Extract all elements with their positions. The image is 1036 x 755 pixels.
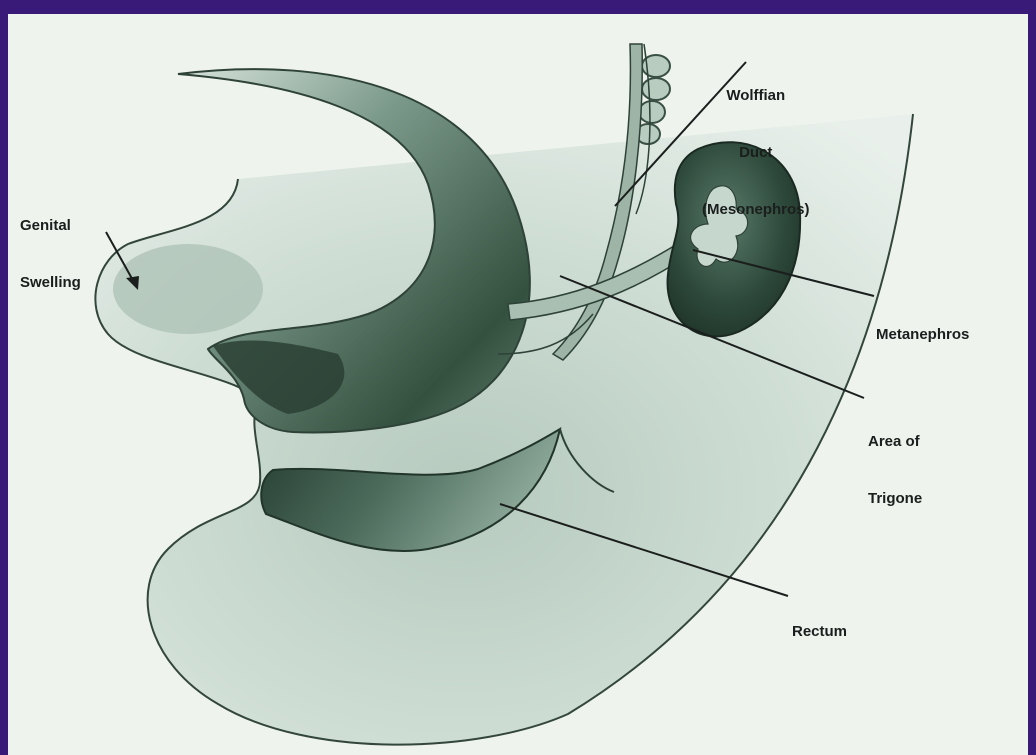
label-wolffian-duct-line2: Duct bbox=[702, 143, 810, 162]
label-metanephros-text: Metanephros bbox=[876, 325, 969, 344]
embryo-illustration bbox=[8, 14, 1028, 755]
label-area-of-trigone-line2: Trigone bbox=[868, 489, 922, 508]
label-wolffian-duct-line1: Wolffian bbox=[702, 86, 810, 105]
label-wolffian-duct-line3: (Mesonephros) bbox=[702, 200, 810, 219]
genital-swelling-shape bbox=[113, 244, 263, 334]
label-genital-swelling: Genital Swelling bbox=[20, 178, 81, 330]
label-metanephros: Metanephros bbox=[876, 287, 969, 382]
diagram-panel: Genital Swelling Wolffian Duct (Mesoneph… bbox=[8, 14, 1028, 755]
label-rectum-text: Rectum bbox=[792, 622, 847, 641]
label-area-of-trigone: Area of Trigone bbox=[868, 394, 922, 546]
label-genital-swelling-line2: Swelling bbox=[20, 273, 81, 292]
label-area-of-trigone-line1: Area of bbox=[868, 432, 922, 451]
label-rectum: Rectum bbox=[792, 584, 847, 679]
label-genital-swelling-line1: Genital bbox=[20, 216, 81, 235]
label-wolffian-duct: Wolffian Duct (Mesonephros) bbox=[702, 48, 810, 257]
